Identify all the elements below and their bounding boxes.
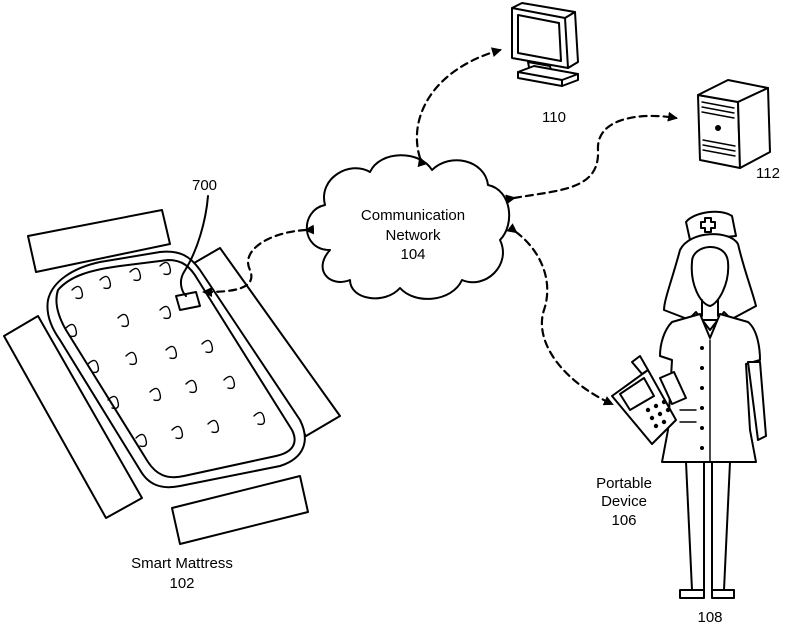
mattress-label: Smart Mattress bbox=[131, 555, 233, 572]
nurse-icon bbox=[660, 212, 766, 598]
link-network-monitor bbox=[417, 50, 500, 158]
monitor-ref-number: 110 bbox=[542, 109, 566, 126]
link-network-server bbox=[514, 116, 676, 198]
sensor-icon bbox=[176, 292, 200, 310]
network-label-line2: Network bbox=[385, 227, 441, 244]
sensor-ref-number: 700 bbox=[192, 177, 217, 194]
device-label-line2: Device bbox=[601, 493, 647, 510]
server-ref-number: 112 bbox=[756, 165, 780, 182]
link-network-device bbox=[516, 232, 612, 404]
monitor-icon bbox=[512, 3, 578, 86]
device-ref-number: 106 bbox=[611, 512, 636, 529]
network-label-line1: Communication bbox=[361, 207, 465, 224]
network-ref-number: 104 bbox=[400, 246, 425, 263]
device-label-line1: Portable bbox=[596, 475, 652, 492]
mattress-ref-number: 102 bbox=[169, 575, 194, 592]
nurse-ref-number: 108 bbox=[697, 609, 722, 626]
mattress-icon bbox=[4, 196, 340, 544]
server-icon bbox=[698, 80, 770, 168]
